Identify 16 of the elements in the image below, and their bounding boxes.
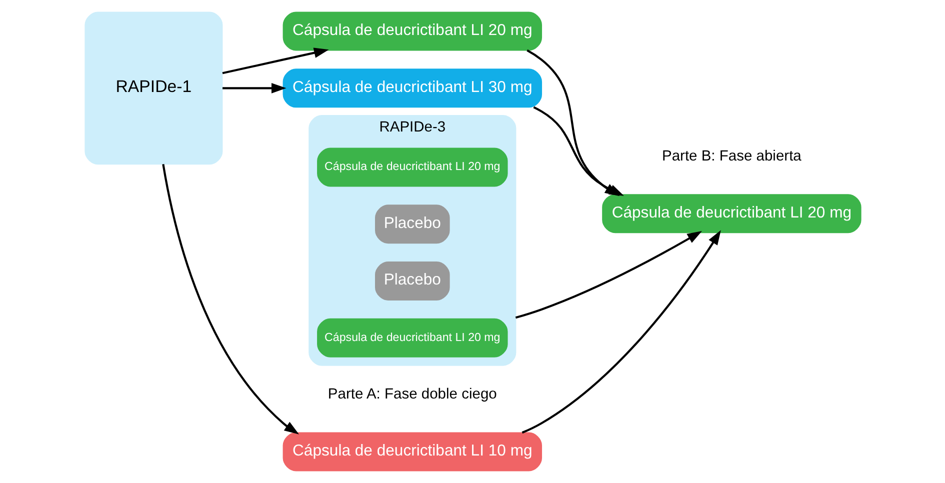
node-box: Cápsula de deucrictibant LI 20 mg [602, 194, 861, 234]
node-box: Cápsula de deucrictibant LI 20 mg [316, 148, 508, 187]
arrow [222, 83, 286, 94]
arrow [222, 48, 328, 74]
node-box: Placebo [374, 204, 450, 244]
arrow [162, 164, 299, 434]
node-box: Cápsula de deucrictibant LI 30 mg [282, 68, 542, 108]
arrow [521, 230, 720, 434]
label: Parte A: Fase doble ciego [327, 386, 496, 403]
node-box: RAPIDe-1 [84, 12, 222, 165]
node-box: Cápsula de deucrictibant LI 20 mg [316, 318, 508, 358]
node-box: Cápsula de deucrictibant LI 10 mg [282, 432, 542, 472]
node-box: Cápsula de deucrictibant LI 20 mg [282, 12, 542, 51]
label: Parte B: Fase abierta [662, 148, 801, 165]
node-box: Placebo [374, 262, 450, 301]
arrow [514, 230, 702, 319]
